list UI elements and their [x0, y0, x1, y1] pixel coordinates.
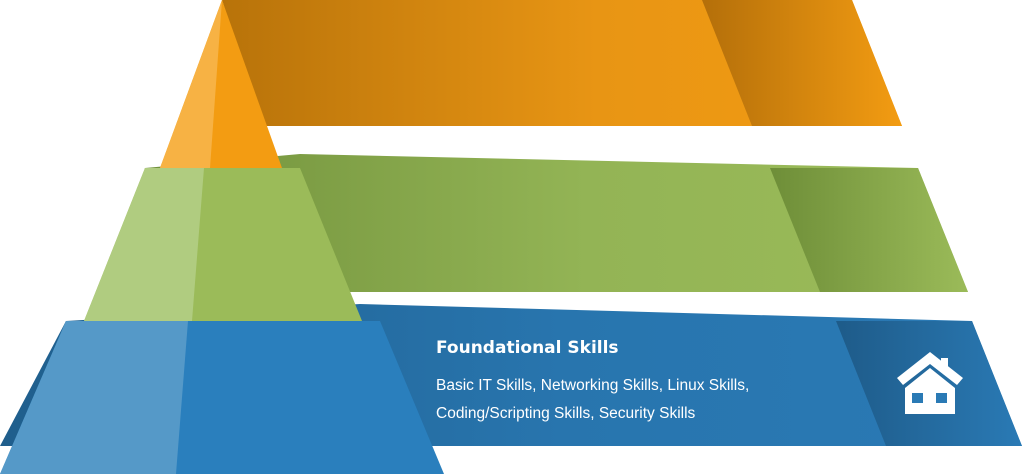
- pyramid-middle: [84, 168, 362, 321]
- tier-bottom-description-line: Basic IT Skills, Networking Skills, Linu…: [436, 377, 750, 394]
- tier-bottom-description-line: Coding/Scripting Skills, Security Skills: [436, 405, 696, 422]
- pyramid-bottom: [0, 321, 444, 474]
- house-icon: [897, 352, 963, 414]
- tier-bottom-title: Foundational Skills: [436, 338, 619, 358]
- pyramid-top: [160, 0, 282, 168]
- tier-top-band: [222, 0, 902, 126]
- tier-bottom-description: Basic IT Skills, Networking Skills, Linu…: [436, 372, 796, 428]
